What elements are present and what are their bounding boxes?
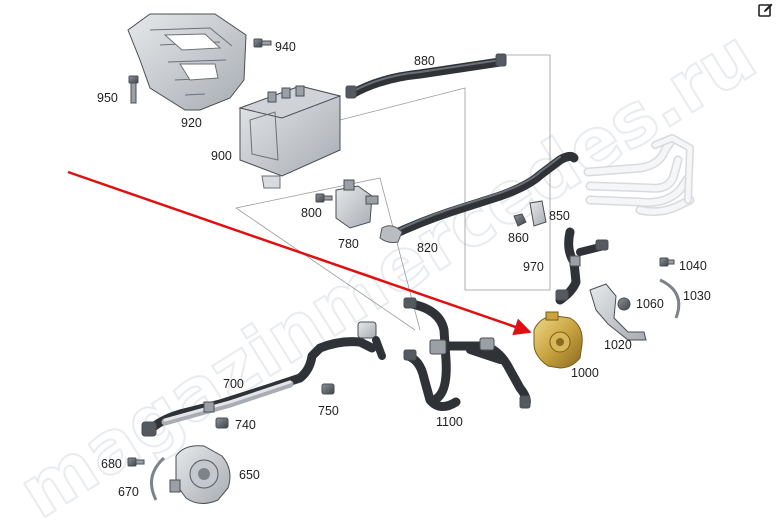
label-900: 900 <box>211 149 232 163</box>
label-1020: 1020 <box>604 338 632 352</box>
label-670: 670 <box>118 485 139 499</box>
label-850: 850 <box>549 209 570 223</box>
label-880: 880 <box>414 54 435 68</box>
fitting-750 <box>321 383 335 395</box>
ghost-pipes <box>583 134 695 217</box>
label-680: 680 <box>101 457 122 471</box>
bracket-920 <box>127 13 247 111</box>
bolt-800 <box>315 193 333 203</box>
hose-820 <box>379 151 579 243</box>
label-1040: 1040 <box>679 259 707 273</box>
pencil-edit-icon[interactable] <box>756 0 776 20</box>
label-740: 740 <box>235 418 256 432</box>
valve-780 <box>335 179 379 229</box>
hose-970 <box>555 227 609 305</box>
control-unit-900 <box>238 85 342 189</box>
bolt-940 <box>253 38 272 48</box>
hose-700 <box>141 321 386 437</box>
hose-880 <box>345 53 507 99</box>
hose-assembly-1100 <box>403 297 531 411</box>
label-970: 970 <box>523 260 544 274</box>
label-920: 920 <box>181 116 202 130</box>
label-800: 800 <box>301 206 322 220</box>
bracket-850 <box>529 200 547 227</box>
label-860: 860 <box>508 231 529 245</box>
water-pump-1000[interactable] <box>533 311 583 369</box>
bolt-1040 <box>659 257 675 267</box>
clamp-1030 <box>659 278 681 319</box>
label-700: 700 <box>223 377 244 391</box>
label-1060: 1060 <box>636 297 664 311</box>
label-940: 940 <box>275 40 296 54</box>
nut-860 <box>513 213 527 227</box>
clamp-670 <box>150 456 166 501</box>
pump-650 <box>169 445 231 504</box>
label-950: 950 <box>97 91 118 105</box>
nut-740 <box>215 417 229 429</box>
label-820: 820 <box>417 241 438 255</box>
label-1100: 1100 <box>436 415 463 429</box>
label-650: 650 <box>239 468 260 482</box>
label-780: 780 <box>338 237 359 251</box>
highlight-arrow <box>67 170 532 336</box>
bolt-950 <box>128 75 139 104</box>
label-750: 750 <box>318 404 339 418</box>
label-1030: 1030 <box>683 289 711 303</box>
clamp-bracket-1020 <box>589 283 647 341</box>
group-outlines <box>235 54 551 331</box>
label-1000: 1000 <box>571 366 599 380</box>
bolt-680 <box>127 457 145 467</box>
part-labels: 880 940 950 920 900 800 780 820 850 860 … <box>97 40 711 499</box>
nut-1060 <box>617 297 631 311</box>
watermark-text: magazinmercedes.ru <box>4 13 769 521</box>
